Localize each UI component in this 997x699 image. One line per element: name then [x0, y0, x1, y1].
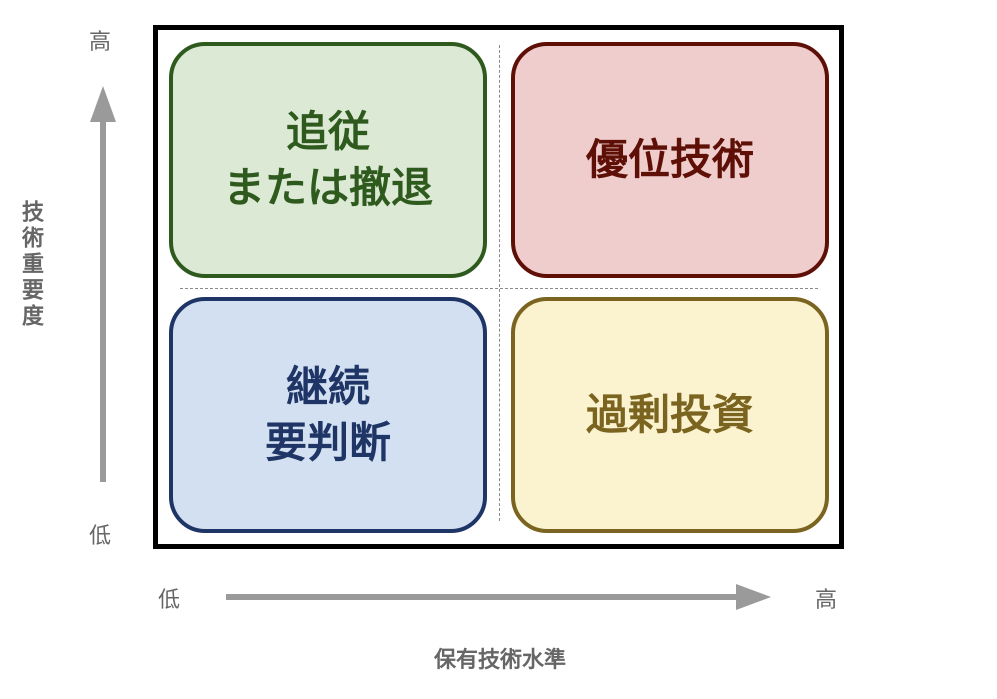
y-axis-title: 技術重要度	[18, 200, 43, 330]
y-axis-arrow-icon	[90, 86, 116, 482]
y-axis-high-label: 高	[89, 30, 112, 55]
quadrant-over-investment: 過剰投資	[511, 297, 829, 533]
quadrant-superior-technology: 優位技術	[511, 42, 829, 278]
x-axis-high-label: 高	[815, 588, 838, 613]
quadrant-follow-or-withdraw: 追従 または撤退	[169, 42, 487, 278]
x-axis-arrow-icon	[226, 584, 771, 610]
quadrant-label-line: 優位技術	[585, 135, 754, 184]
horizontal-divider	[180, 288, 818, 289]
y-axis-low-label: 低	[89, 524, 112, 549]
x-axis-low-label: 低	[158, 588, 181, 613]
quadrant-label-line: 要判断	[264, 418, 391, 467]
quadrant-label-line: 継続	[285, 362, 370, 411]
quadrant-continue-needs-judgment: 継続 要判断	[169, 297, 487, 533]
quadrant-label-line: 追従	[285, 107, 370, 156]
quadrant-label-line: または撤退	[222, 163, 433, 212]
quadrant-label-line: 過剰投資	[585, 390, 754, 439]
x-axis-title: 保有技術水準	[433, 648, 566, 673]
vertical-divider	[499, 45, 500, 521]
